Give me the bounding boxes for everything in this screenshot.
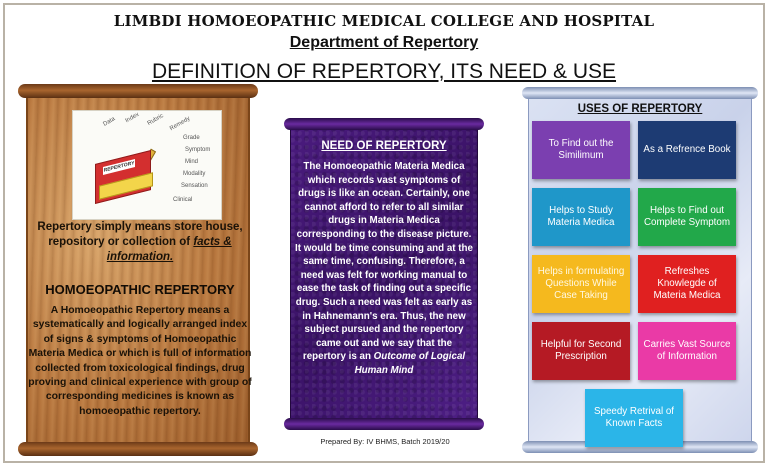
college-title: LIMBDI HOMOEOPATHIC MEDICAL COLLEGE AND … <box>113 12 655 30</box>
use-tile: Helps to Find out Complete Symptom <box>638 188 736 246</box>
scroll-roll-top <box>522 87 758 99</box>
use-tile: Speedy Retrival of Known Facts <box>585 389 683 447</box>
need-emphasis: Outcome of Logical Human Mind <box>354 351 466 376</box>
uses-title: USES OF REPERTORY <box>577 103 703 115</box>
use-tile: As a Refrence Book <box>638 121 736 179</box>
department-title: Department of Repertory <box>289 34 479 51</box>
scroll-roll-bottom <box>284 418 484 430</box>
topic-title: DEFINITION OF REPERTORY, ITS NEED & USE <box>151 60 617 83</box>
scroll-roll-top <box>18 84 258 98</box>
scroll-roll-bottom <box>18 442 258 456</box>
repertory-book-illustration: Data Index Rubric Remedy Grade Symptom M… <box>72 110 222 220</box>
need-title: NEED OF REPERTORY <box>321 140 447 152</box>
need-scroll-body <box>290 124 478 424</box>
use-tile: Carries Vast Source of Information <box>638 322 736 380</box>
need-scroll-panel: NEED OF REPERTORY The Homoeopathic Mater… <box>284 118 484 430</box>
homoeopathic-repertory-text: A Homoeopathic Repertory means a systema… <box>28 305 252 417</box>
wood-scroll-body: Data Index Rubric Remedy Grade Symptom M… <box>26 92 252 448</box>
use-tile: Helpful for Second Prescription <box>532 322 630 380</box>
book-icon: REPERTORY <box>89 148 159 209</box>
repertory-definition: Repertory simply means store house, repo… <box>37 221 243 263</box>
poster-frame <box>3 3 765 463</box>
homoeopathic-repertory-title: HOMOEOPATHIC REPERTORY <box>45 282 235 297</box>
wood-scroll-panel: Data Index Rubric Remedy Grade Symptom M… <box>18 84 258 456</box>
use-tile: Refreshes Knowlegde of Materia Medica <box>638 255 736 313</box>
use-tile: To Find out the Similimum <box>532 121 630 179</box>
uses-scroll-panel: USES OF REPERTORY To Find out the Simili… <box>522 87 758 453</box>
need-text: The Homoeopathic Materia Medica which re… <box>295 161 473 376</box>
use-tile: Helps to Study Materia Medica <box>532 188 630 246</box>
credit-line: Prepared By: IV BHMS, Batch 2019/20 <box>320 437 450 446</box>
scroll-roll-top <box>284 118 484 130</box>
definition-emphasis: facts & information. <box>106 236 232 263</box>
use-tile: Helps in formulating Questions While Cas… <box>532 255 630 313</box>
scroll-roll-bottom <box>522 441 758 453</box>
